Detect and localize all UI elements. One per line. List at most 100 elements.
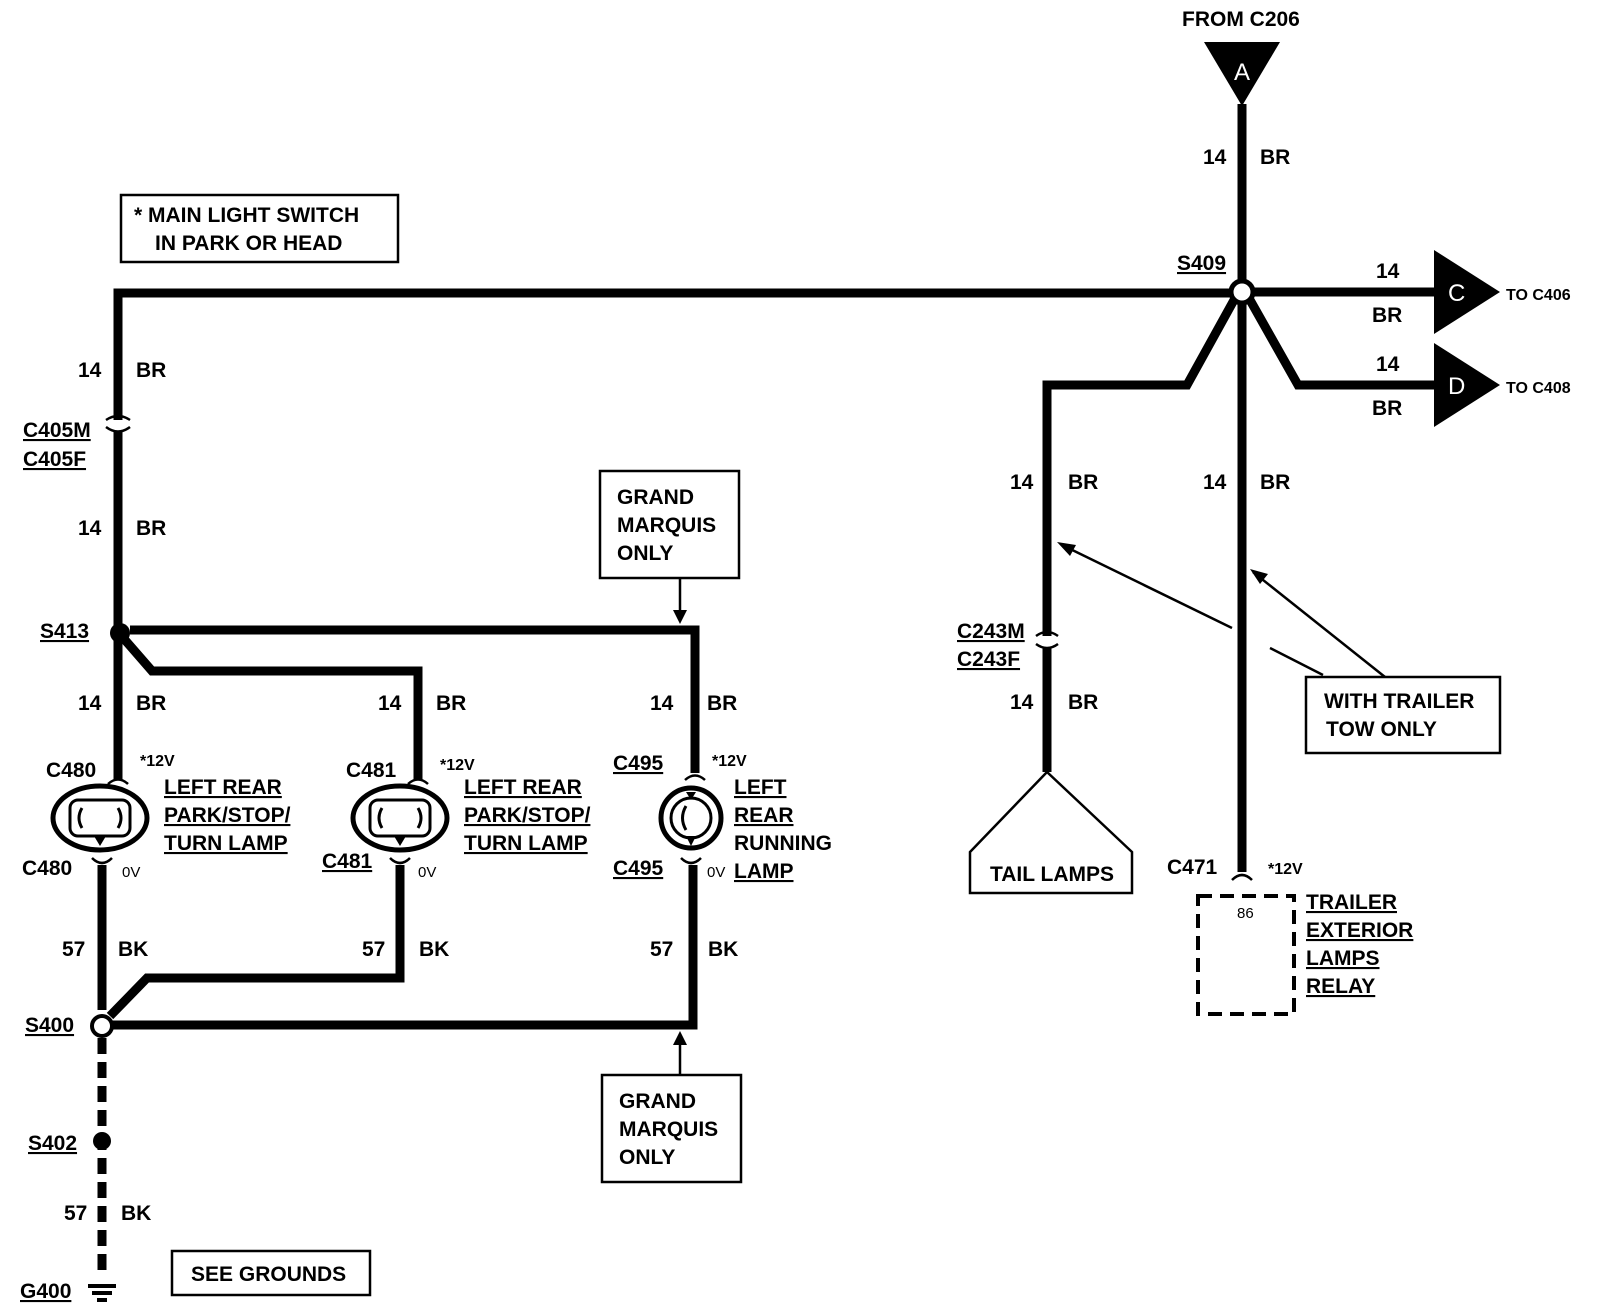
connector-c481-top-icon: [407, 778, 429, 785]
callout-line-1: GRAND: [619, 1090, 696, 1113]
connector-c495-label: C495: [613, 857, 664, 880]
voltage-0v: 0V: [707, 864, 725, 881]
lamp-c480-icon: [50, 783, 150, 853]
see-grounds-box: SEE GROUNDS: [170, 1249, 372, 1297]
trailer-relay-icon: 86: [1196, 894, 1296, 1016]
trailer-tow-callout: WITH TRAILER TOW ONLY: [1057, 542, 1502, 755]
wire-label-gauge: 14: [78, 692, 102, 715]
wire-label-gauge: 57: [650, 938, 673, 961]
lamp2-line1: LEFT REAR: [464, 776, 582, 799]
note-line-1: * MAIN LIGHT SWITCH: [134, 204, 359, 227]
connector-c495-label: C495: [613, 752, 664, 775]
connector-c481-label: C481: [322, 850, 373, 873]
callout-line-3: ONLY: [619, 1146, 675, 1169]
splice-s413: [110, 623, 130, 643]
connector-d-letter: D: [1448, 373, 1465, 400]
wire-main-bus: [113, 288, 1242, 420]
connector-c405-icon: [105, 414, 131, 433]
splice-s409-label: S409: [1177, 252, 1226, 275]
callout-line-2: MARQUIS: [619, 1118, 718, 1141]
wire-c-color: BR: [1372, 304, 1402, 327]
wire-s413-to-c495: [130, 625, 700, 773]
splice-s400: [90, 1014, 114, 1038]
wire-label-color: BK: [708, 938, 738, 961]
callout-line-2: MARQUIS: [617, 514, 716, 537]
voltage-12v: *12V: [140, 753, 175, 770]
wire-label-gauge: 14: [78, 517, 102, 540]
wire-label-gauge: 57: [62, 938, 85, 961]
lamp2-line2: PARK/STOP/: [464, 804, 591, 827]
wire-d-gauge: 14: [1376, 353, 1400, 376]
wire-label-gauge: 14: [650, 692, 674, 715]
wire-c481-to-s400: [106, 865, 405, 1020]
trailer-tow-line-1: WITH TRAILER: [1324, 690, 1474, 713]
connector-c-letter: C: [1448, 280, 1465, 307]
wire-s413-to-c481: [121, 637, 423, 780]
splice-s402: [93, 1132, 111, 1150]
connector-a-letter: A: [1234, 59, 1250, 86]
voltage-0v: 0V: [122, 864, 140, 881]
lamp1-line3: TURN LAMP: [164, 832, 288, 855]
voltage-12v: *12V: [440, 757, 475, 774]
wire-label-color: BR: [1260, 471, 1290, 494]
relay-pin-86: 86: [1237, 905, 1254, 922]
note-box: * MAIN LIGHT SWITCH IN PARK OR HEAD: [119, 193, 400, 264]
splice-s413-label: S413: [40, 620, 89, 643]
tail-lamps-label: TAIL LAMPS: [990, 863, 1114, 886]
connector-c495-top-icon: [684, 774, 706, 781]
lamp3-line4: LAMP: [734, 860, 794, 883]
wire-s409-to-tail: [1042, 297, 1238, 636]
wire-label-color: BR: [1260, 146, 1290, 169]
wire-label-gauge: 14: [1203, 471, 1227, 494]
connector-c405f-label: C405F: [23, 448, 86, 471]
connector-c480-top-icon: [107, 778, 129, 785]
lamp-c495-icon: [658, 785, 724, 851]
voltage-12v: *12V: [712, 753, 747, 770]
tail-lamps-box: TAIL LAMPS: [968, 770, 1134, 895]
wire-label-color: BR: [136, 517, 166, 540]
connector-c405m-label: C405M: [23, 419, 91, 442]
lamp-c481-icon: [350, 783, 450, 853]
connector-d-icon: D: [1434, 343, 1500, 427]
see-grounds-label: SEE GROUNDS: [191, 1263, 346, 1286]
callout-line-1: GRAND: [617, 486, 694, 509]
wire-label-gauge: 57: [362, 938, 385, 961]
trailer-tow-line-2: TOW ONLY: [1326, 718, 1437, 741]
grand-marquis-callout-bottom: GRAND MARQUIS ONLY: [600, 1031, 743, 1184]
to-c406-label: TO C406: [1506, 287, 1571, 304]
relay-line-3: LAMPS: [1306, 947, 1380, 970]
connector-c471-label: C471: [1167, 856, 1218, 879]
wire-label-gauge: 14: [1203, 146, 1227, 169]
wire-label-gauge: 14: [1010, 691, 1034, 714]
callout-line-3: ONLY: [617, 542, 673, 565]
voltage-12v: *12V: [1268, 861, 1303, 878]
connector-c480-label: C480: [22, 857, 72, 880]
relay-line-2: EXTERIOR: [1306, 919, 1413, 942]
relay-line-1: TRAILER: [1306, 891, 1397, 914]
wire-label-color: BR: [1068, 691, 1098, 714]
splice-s409: [1228, 278, 1256, 306]
wire-label-color: BK: [419, 938, 449, 961]
wire-label-color: BR: [136, 359, 166, 382]
wire-label-color: BR: [707, 692, 737, 715]
connector-c-icon: C: [1434, 250, 1500, 334]
wire-label-gauge: 14: [78, 359, 102, 382]
connector-c480-bottom-icon: [91, 857, 113, 865]
connector-c481-label: C481: [346, 759, 397, 782]
lamp2-line3: TURN LAMP: [464, 832, 588, 855]
wire-c495-to-s400: [112, 865, 698, 1030]
voltage-0v: 0V: [418, 864, 436, 881]
wire-label-color: BR: [436, 692, 466, 715]
wire-to-c408: [1246, 297, 1440, 390]
ground-g400-label: G400: [20, 1280, 71, 1303]
wire-label-gauge: 57: [64, 1202, 87, 1225]
relay-line-4: RELAY: [1306, 975, 1375, 998]
wire-label-color: BR: [1068, 471, 1098, 494]
to-c408-label: TO C408: [1506, 380, 1571, 397]
connector-c471-icon: [1231, 873, 1253, 881]
wire-d-color: BR: [1372, 397, 1402, 420]
lamp3-line2: REAR: [734, 804, 794, 827]
lamp3-line3: RUNNING: [734, 832, 832, 855]
wire-label-color: BK: [121, 1202, 151, 1225]
